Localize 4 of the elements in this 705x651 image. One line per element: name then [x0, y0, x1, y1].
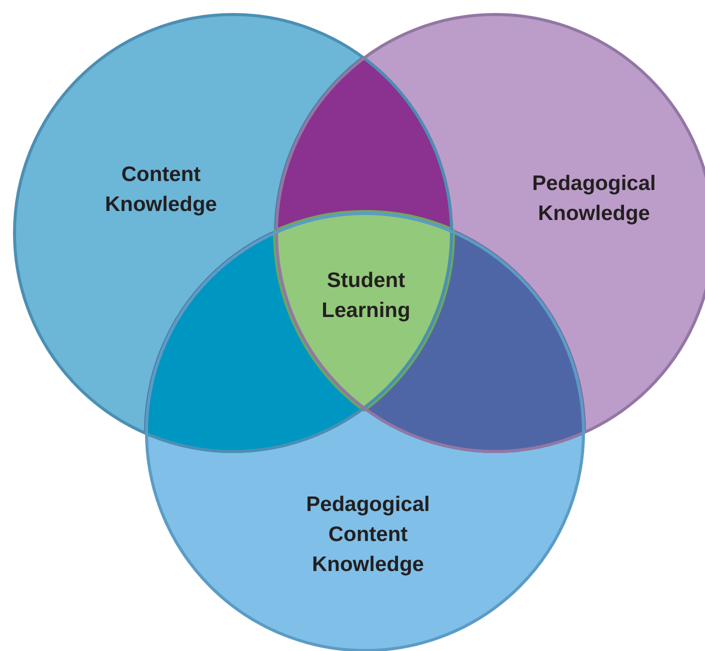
circle-label: Pedagogical Content Knowledge — [305, 492, 431, 578]
circle-label: Content Knowledge — [104, 162, 218, 218]
circle-label: Pedagogical Knowledge — [531, 171, 657, 227]
circle-label: Student Learning — [320, 268, 412, 324]
